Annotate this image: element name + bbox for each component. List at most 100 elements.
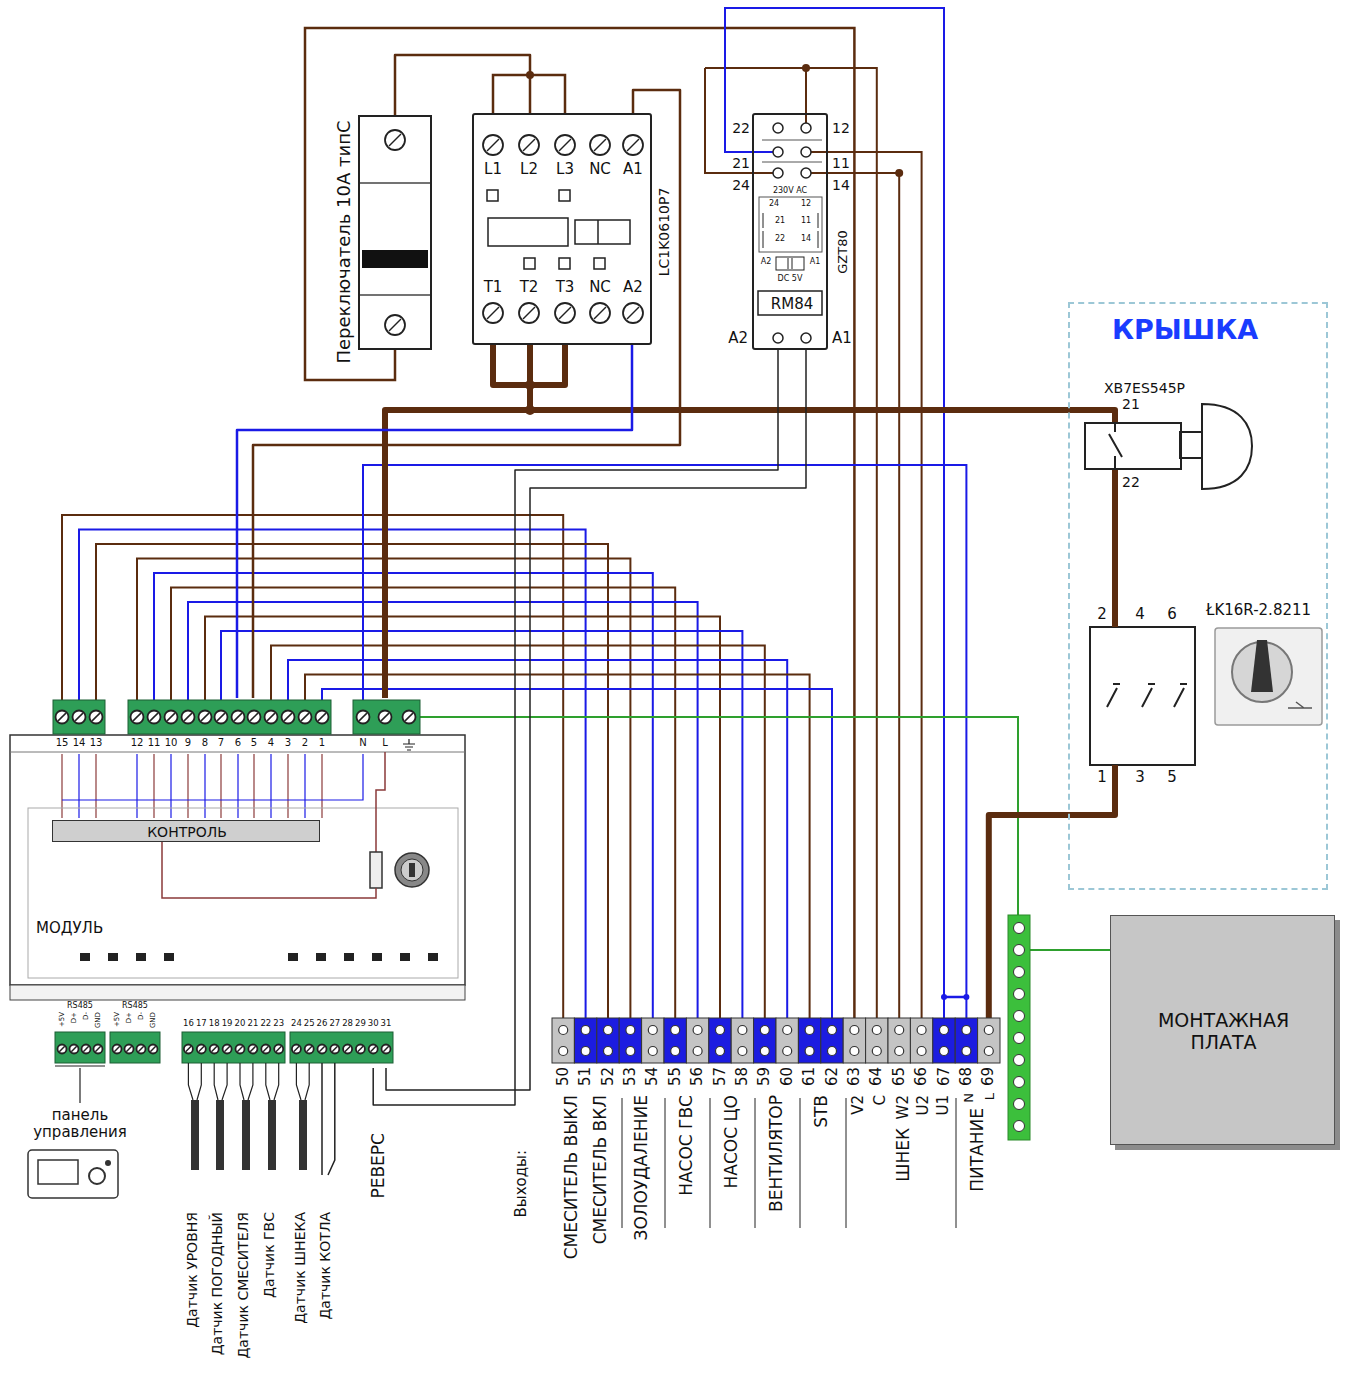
terminal-screw [316, 711, 329, 724]
contactor-detail [597, 220, 599, 244]
terminal-screw [234, 713, 242, 721]
terminal-screw [70, 1045, 79, 1054]
terminal-number: N [359, 737, 366, 749]
button-stem [1180, 432, 1202, 458]
pin-label: 22 [732, 120, 750, 136]
panel-icon [28, 1150, 118, 1198]
terminal-screw [263, 1046, 268, 1051]
contactor-coil [488, 218, 568, 246]
contactor-detail [487, 190, 498, 201]
ground-screw [1014, 945, 1025, 956]
relay-terminal [801, 333, 811, 343]
terminal-number: 9 [185, 737, 191, 749]
relay-terminal [773, 168, 783, 178]
terminal-screw [199, 711, 212, 724]
terminal-number: 25 [304, 1018, 315, 1028]
pin-label: L3 [556, 161, 574, 178]
terminal-screw [962, 1047, 971, 1056]
terminal-screw [604, 1047, 613, 1056]
terminal-screw [483, 303, 503, 323]
junction-dot [941, 994, 947, 1000]
relay-terminal [773, 123, 783, 133]
output-name: ПИТАНИЕ [967, 1108, 987, 1192]
terminal-screw [555, 303, 575, 323]
terminal-number: 54 [644, 1067, 661, 1086]
ground-screw [1014, 1099, 1025, 1110]
terminal-screw [223, 1045, 232, 1054]
wire [811, 173, 899, 1018]
pin-label: 21 [775, 216, 785, 225]
terminal-screw [59, 1046, 64, 1051]
terminal-number: 62 [824, 1067, 841, 1086]
bus-pin-label: +5V [58, 1012, 66, 1027]
pin-label: 230V AC [773, 186, 807, 195]
terminal-screw [648, 1026, 657, 1035]
terminal-screw [201, 713, 209, 721]
terminal-screw [627, 307, 639, 319]
bus-pin-label: D- [82, 1012, 90, 1020]
pin-label: 24 [732, 177, 750, 193]
terminal-screw [483, 135, 503, 155]
sensor-name: Датчик ШНЕКА [292, 1212, 308, 1324]
terminal-screw [760, 1026, 769, 1035]
relay-coil [776, 257, 804, 270]
terminal-screw [385, 315, 405, 335]
sensor-wire [188, 1063, 201, 1100]
terminal-number: 55 [667, 1067, 684, 1086]
terminal-number: L [382, 737, 388, 749]
terminal-number: 61 [801, 1067, 818, 1086]
terminal-screw [232, 711, 245, 724]
output-terminal [933, 1018, 955, 1063]
switch-body [1090, 627, 1195, 765]
terminal-number: 12 [131, 737, 144, 749]
output-terminal [552, 1018, 574, 1063]
terminal-number: 8 [202, 737, 208, 749]
terminal-screw [872, 1026, 881, 1035]
output-terminal [664, 1018, 686, 1063]
terminal-screw [523, 307, 535, 319]
terminal-screw [917, 1026, 926, 1035]
terminal-screw [627, 139, 639, 151]
node-title: ŁK16R-2.8211 [1206, 602, 1311, 619]
pin-label: 6 [1167, 606, 1177, 623]
terminal-screw [92, 713, 100, 721]
jumper [944, 996, 966, 999]
junction-dot [802, 64, 810, 72]
wire [154, 573, 653, 1018]
terminal-number: 22 [260, 1018, 271, 1028]
terminal-screw [82, 1045, 91, 1054]
terminal-screw [671, 1047, 680, 1056]
wire-connector [373, 350, 778, 1105]
terminal-screw [594, 307, 606, 319]
output-name: ЗОЛОУДАЛЕНИЕ [631, 1095, 651, 1240]
terminal-screw [389, 134, 401, 146]
terminal-screw [250, 713, 258, 721]
terminal-screw [149, 1045, 158, 1054]
terminal-screw [319, 1046, 324, 1051]
terminal-number: 66 [913, 1067, 930, 1086]
fuse [370, 852, 382, 888]
terminal-screw [581, 1047, 590, 1056]
wire [305, 675, 810, 1019]
pin-label: T2 [520, 279, 539, 296]
terminal-screw [274, 1045, 283, 1054]
terminal-screw [559, 139, 571, 151]
terminal-number: 63 [846, 1067, 863, 1086]
terminal-screw [828, 1026, 837, 1035]
terminal-screw [217, 713, 225, 721]
wire-connector [386, 350, 806, 1090]
sensor-name: Датчик СМЕСИТЕЛЯ [235, 1212, 251, 1359]
terminal-screw [962, 1026, 971, 1035]
terminal-number: 16 [183, 1018, 194, 1028]
output-terminal [619, 1018, 641, 1063]
terminal-screw [125, 1045, 134, 1054]
output-name: V2 [850, 1095, 867, 1115]
terminal-screw [148, 711, 161, 724]
terminal-screw [693, 1047, 702, 1056]
terminal-number: 19 [222, 1018, 233, 1028]
ground-screw [1014, 967, 1025, 978]
rotary-switch: ŁK16R-2.8211 [1090, 602, 1202, 792]
output-name: ВЕНТИЛЯТОР [766, 1095, 786, 1212]
terminal-number: 10 [165, 737, 178, 749]
